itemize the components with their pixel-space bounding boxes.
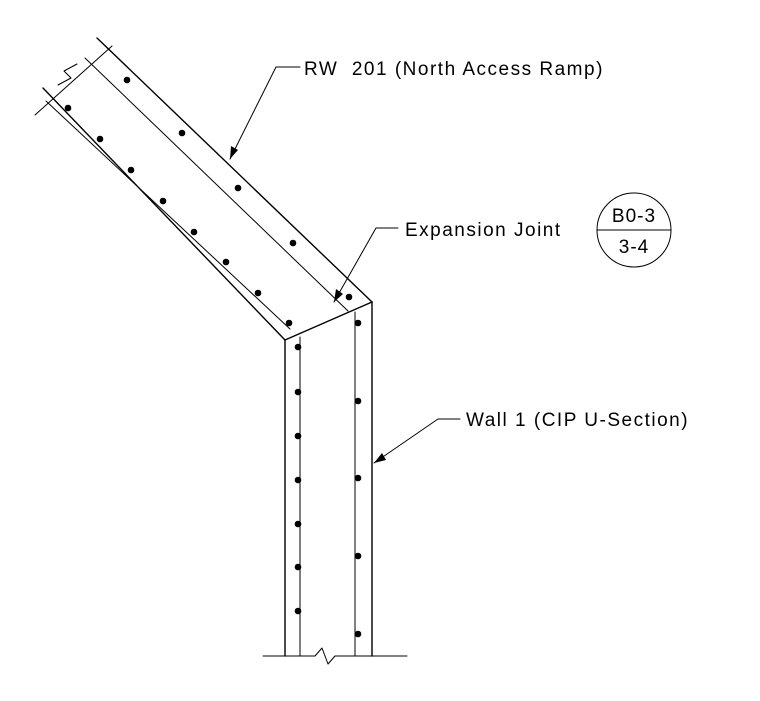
wall-1-label: Wall 1 (CIP U-Section)	[466, 410, 689, 431]
ramp-wall-outer-rebar-line	[84, 57, 349, 312]
rebar-dot	[96, 135, 104, 143]
ramp-wall-inner-rebar-line	[45, 100, 291, 330]
rebar-dot	[354, 397, 362, 405]
rebar-dot	[294, 432, 302, 440]
rebar-dot	[345, 293, 353, 301]
wall-1-leader-arrowhead	[374, 453, 386, 463]
rebar-dot	[64, 104, 72, 112]
rebar-dot	[294, 607, 302, 615]
section-tag-bottom: 3-4	[619, 237, 649, 258]
rebar-dot	[234, 184, 242, 192]
ramp-wall-label: RW 201 (North Access Ramp)	[304, 59, 604, 80]
rebar-dot	[294, 520, 302, 528]
ramp-wall-leader	[229, 66, 301, 160]
ramp-wall-rw201	[34, 37, 373, 341]
rebar-dot	[354, 552, 362, 560]
rebar-dot	[123, 76, 131, 84]
wall-1-leader	[373, 418, 461, 464]
expansion-joint-label: Expansion Joint	[405, 220, 562, 241]
ramp-wall-inner-face	[42, 87, 286, 341]
rebar-dot	[354, 630, 362, 638]
wall-1-rebar-dots	[294, 319, 362, 638]
rebar-dot	[294, 343, 302, 351]
expansion-joint-line	[284, 301, 373, 341]
leaders	[229, 66, 461, 464]
rebar-dot	[254, 289, 262, 297]
rebar-dot	[285, 319, 293, 327]
rebar-dot	[289, 239, 297, 247]
wall-1	[262, 301, 408, 665]
rebar-dot	[222, 258, 230, 266]
rebar-dot	[294, 563, 302, 571]
ramp-wall-rebar-dots	[64, 76, 353, 327]
wall-1-break-mark	[314, 647, 336, 665]
rebar-dot	[354, 319, 362, 327]
ramp-wall-break-line	[34, 45, 113, 116]
rebar-dot	[127, 166, 135, 174]
expansion-joint-leader-arrowhead	[334, 289, 343, 302]
expansion-joint-leader	[333, 227, 399, 303]
rebar-dot	[159, 197, 167, 205]
rebar-dot	[354, 474, 362, 482]
rebar-dot	[294, 476, 302, 484]
ramp-wall-outer-face	[96, 37, 373, 303]
section-tag-top: B0-3	[612, 206, 656, 227]
rebar-dot	[294, 388, 302, 396]
section-tag: B0-3 3-4	[596, 192, 672, 268]
rebar-dot	[178, 129, 186, 137]
ramp-wall-leader-arrowhead	[230, 146, 238, 159]
ramp-wall-break-mark	[57, 63, 78, 86]
rebar-dot	[190, 228, 198, 236]
